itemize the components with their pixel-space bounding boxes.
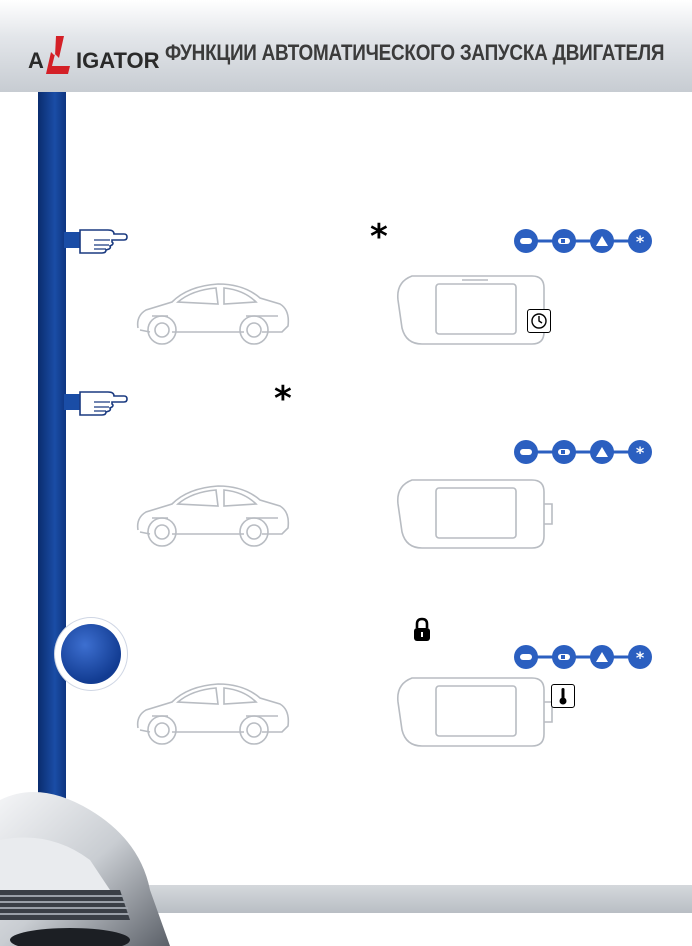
page-header: A IGATOR ФУНКЦИИ АВТОМАТИЧЕСКОГО ЗАПУСКА… (0, 0, 692, 92)
asterisk-icon: * (370, 217, 388, 257)
step-circle-icon (55, 618, 127, 690)
logo-letter-a: A (28, 48, 44, 73)
car-illustration (136, 485, 290, 547)
remote-display-illustration (396, 677, 553, 747)
sidebar-accent-bar (38, 92, 66, 882)
trunk-button-icon (590, 440, 614, 464)
lock-button-icon (514, 645, 538, 669)
svg-text:*: * (636, 232, 645, 251)
remote-buttons-sequence: * (514, 229, 652, 253)
asterisk-button-icon: * (628, 229, 652, 253)
corner-car-photo (0, 792, 170, 946)
remote-buttons-sequence: * (514, 440, 652, 464)
unlock-button-icon (552, 645, 576, 669)
car-illustration (136, 683, 290, 745)
logo-text: IGATOR (76, 48, 160, 73)
trunk-button-icon (590, 645, 614, 669)
svg-text:*: * (636, 648, 645, 667)
pointing-hand-icon (64, 391, 128, 416)
asterisk-button-icon: * (628, 645, 652, 669)
asterisk-button-icon: * (628, 440, 652, 464)
page-title: ФУНКЦИИ АВТОМАТИЧЕСКОГО ЗАПУСКА ДВИГАТЕЛ… (165, 40, 665, 65)
remote-display-illustration (396, 275, 545, 345)
logo-red-l-mark (46, 36, 70, 74)
alligator-logo: A IGATOR (28, 34, 160, 74)
svg-text:*: * (636, 443, 645, 462)
clock-icon (527, 309, 551, 333)
car-illustration (136, 283, 290, 345)
asterisk-icon: * (274, 379, 292, 419)
remote-display-illustration (396, 479, 553, 549)
thermometer-icon (551, 684, 575, 708)
unlock-button-icon (552, 440, 576, 464)
lock-button-icon (514, 229, 538, 253)
lock-button-icon (514, 440, 538, 464)
trunk-button-icon (590, 229, 614, 253)
remote-buttons-sequence: * (514, 645, 652, 669)
unlock-button-icon (552, 229, 576, 253)
pointing-hand-icon (64, 229, 128, 254)
padlock-icon (414, 617, 430, 641)
